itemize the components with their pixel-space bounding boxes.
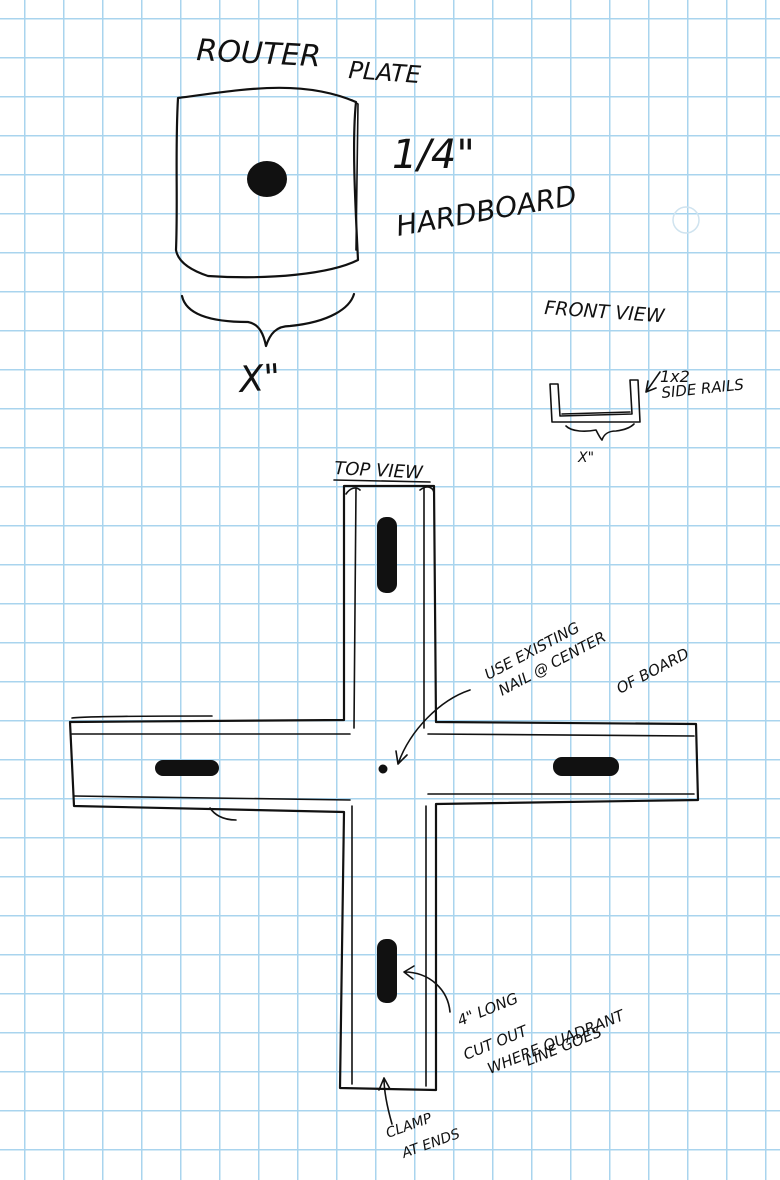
router-plate-group: ROUTER PLATE 1/4" HARDBOARD X" [174, 33, 579, 401]
router-plate-edge [351, 99, 359, 251]
bottom-arm-lower-tick [209, 807, 237, 821]
front-view-u-channel [549, 379, 641, 423]
center-note-arrow [395, 689, 471, 765]
left-arm-rail-bottom [73, 795, 351, 801]
router-plate-thickness: 1/4" [392, 132, 475, 178]
cutout-bottom [377, 939, 397, 1003]
top-arm-end-cap [345, 486, 435, 495]
center-nail [378, 764, 388, 774]
top-view-title: TOP VIEW [334, 458, 425, 484]
router-plate-outline [174, 86, 360, 279]
router-plate-title-line1: ROUTER [196, 33, 322, 74]
side-rails-arrow [645, 371, 661, 393]
clamp-note-arrow [378, 1077, 393, 1125]
front-view-width-label: X" [577, 450, 594, 466]
front-view-width-brace [565, 423, 635, 441]
router-plate-material: HARDBOARD [393, 179, 579, 243]
cutout-left [155, 760, 219, 776]
cross-outline [68, 484, 700, 1092]
left-arm-end-tick [71, 715, 213, 719]
router-plate-width-brace [180, 292, 356, 348]
top-view-title-underline [333, 479, 431, 483]
top-arm-rail-left [353, 487, 357, 729]
front-view-group: FRONT VIEW X" 1x2 SIDE RAILS [544, 297, 746, 466]
router-plate-width-label: X" [236, 357, 282, 401]
cutout-right [553, 757, 619, 776]
cutout-top [377, 517, 397, 593]
cutout-note-line1: 4" LONG [455, 989, 521, 1030]
top-view-group: TOP VIEW USE EXISTING NAIL @ CENTER OF B… [68, 458, 700, 1162]
side-rails-label-line1: 1x2 [660, 367, 690, 386]
front-view-base-plate [561, 411, 631, 415]
center-note-line3: OF BOARD [613, 644, 692, 697]
scan-artifact [672, 206, 700, 234]
cutout-note-arrow [403, 965, 451, 1013]
right-arm-rail-top [427, 733, 695, 737]
front-view-title: FRONT VIEW [544, 297, 667, 327]
router-bit-hole [247, 161, 287, 197]
router-plate-title-line2: PLATE [348, 56, 423, 89]
